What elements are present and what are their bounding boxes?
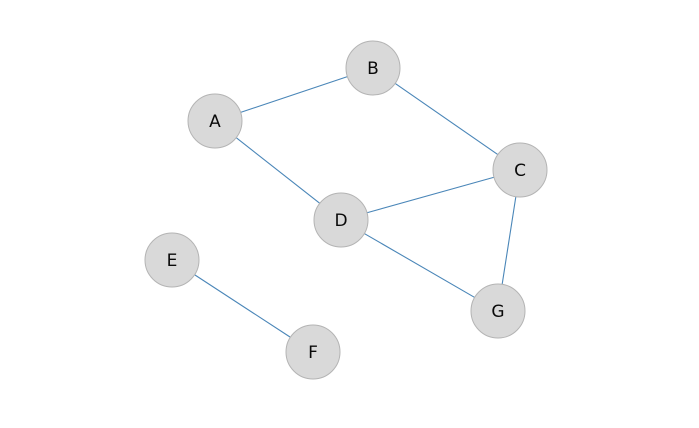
nodes-layer: A B C D E F G — [144, 40, 548, 380]
graph-node-b[interactable]: B — [345, 40, 401, 96]
graph-edge-e-f — [194, 274, 291, 338]
node-circle-c[interactable] — [492, 142, 548, 198]
graph-edge-d-g — [363, 232, 476, 299]
graph-edge-c-g — [501, 196, 517, 285]
node-circle-d[interactable] — [313, 192, 369, 248]
node-circle-b[interactable] — [345, 40, 401, 96]
edges-layer — [194, 76, 517, 338]
node-circle-f[interactable] — [285, 324, 341, 380]
graph-edge-a-d — [235, 137, 321, 204]
graph-node-f[interactable]: F — [285, 324, 341, 380]
graph-node-g[interactable]: G — [470, 283, 526, 339]
graph-node-a[interactable]: A — [187, 93, 243, 149]
graph-node-e[interactable]: E — [144, 232, 200, 288]
node-circle-a[interactable] — [187, 93, 243, 149]
graph-node-d[interactable]: D — [313, 192, 369, 248]
node-circle-e[interactable] — [144, 232, 200, 288]
graph-node-c[interactable]: C — [492, 142, 548, 198]
graph-edge-b-c — [394, 82, 499, 156]
node-circle-g[interactable] — [470, 283, 526, 339]
graph-edge-c-d — [366, 176, 495, 214]
graph-edge-a-b — [240, 76, 348, 113]
